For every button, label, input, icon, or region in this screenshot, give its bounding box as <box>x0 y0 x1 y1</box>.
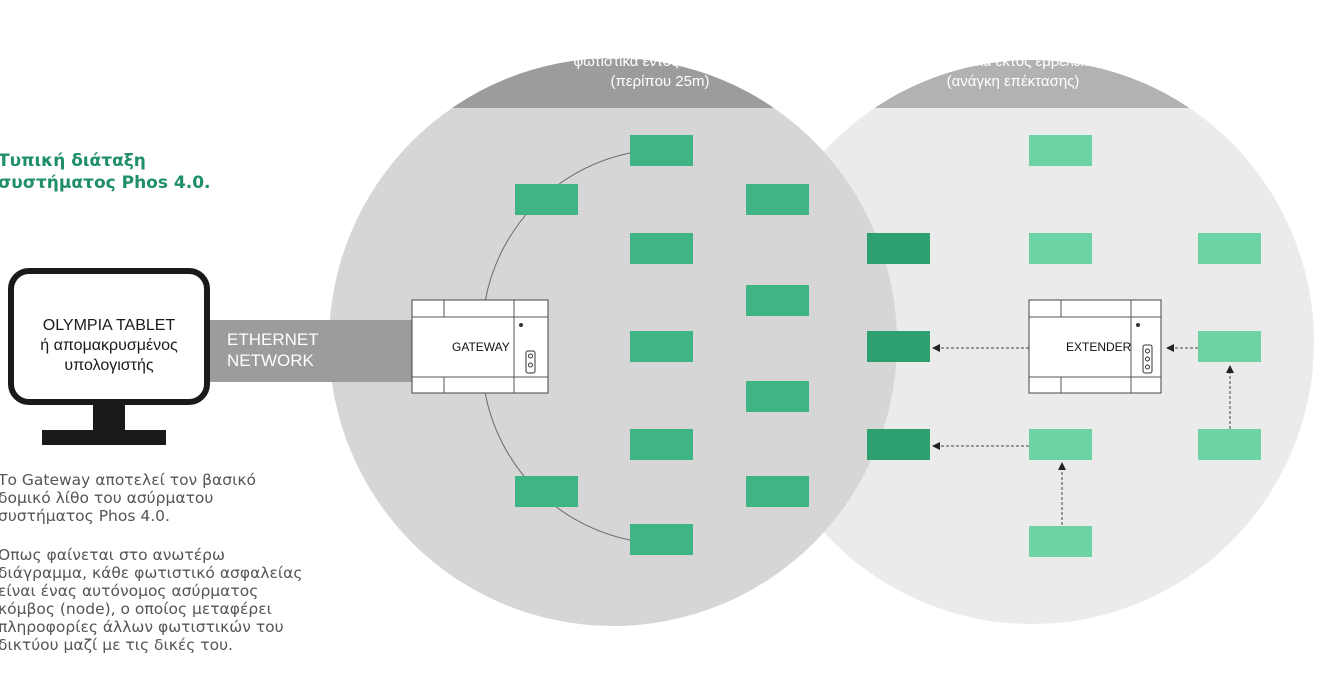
description-line: Οπως φαίνεται στο ανωτέρω <box>0 546 225 564</box>
ethernet-network-band: ETHERNET NETWORK <box>207 320 412 382</box>
extender-label: EXTENDER <box>1066 340 1132 354</box>
description-line: δομικό λίθο του ασύρματου <box>0 489 214 507</box>
description-paragraph-2: Οπως φαίνεται στο ανωτέρω διάγραμμα, κάθ… <box>0 546 308 654</box>
luminaire-node <box>1029 526 1092 557</box>
luminaire-node <box>746 381 809 412</box>
luminaire-node <box>630 135 693 166</box>
luminaire-nodes <box>515 135 1261 557</box>
out-range-label-line2: (ανάγκη επέκτασης) <box>947 73 1080 90</box>
monitor-line1: OLYMPIA TABLET <box>43 317 176 334</box>
in-range-label-line1: φωτιστικά εντός εμβέλειας <box>573 53 746 70</box>
network-line2: NETWORK <box>227 351 315 370</box>
luminaire-node <box>867 233 930 264</box>
luminaire-node <box>1029 233 1092 264</box>
luminaire-node <box>1198 233 1261 264</box>
luminaire-node <box>1198 331 1261 362</box>
gateway-device: GATEWAY <box>411 299 549 394</box>
monitor-line3: υπολογιστής <box>64 357 153 374</box>
luminaire-node <box>746 285 809 316</box>
description-line: συστήματος Phos 4.0. <box>0 507 170 525</box>
description-line: Το Gateway αποτελεί τον βασικό <box>0 471 256 489</box>
network-line1: ETHERNET <box>227 330 319 349</box>
luminaire-node <box>515 184 578 215</box>
out-range-label-line1: φωτιστικά εκτός εμβέλειας <box>926 53 1099 70</box>
luminaire-node <box>630 331 693 362</box>
description-line: πληροφορίες άλλων φωτιστικών του <box>0 618 284 636</box>
in-range-label-line2: (περίπου 25m) <box>611 73 710 90</box>
monitor-line2: ή απομακρυσμένος <box>40 337 178 354</box>
heading-line2: συστήματος Phos 4.0. <box>0 173 211 193</box>
gateway-label: GATEWAY <box>452 340 510 354</box>
luminaire-node <box>630 524 693 555</box>
luminaire-node <box>867 429 930 460</box>
description-line: διάγραμμα, κάθε φωτιστικό ασφαλείας <box>0 564 303 582</box>
extender-device: EXTENDER <box>1028 299 1162 394</box>
luminaire-node <box>515 476 578 507</box>
description-line: είναι ένας αυτόνομος ασύρματος <box>0 582 259 600</box>
monitor-icon: OLYMPIA TABLET ή απομακρυσμένος υπολογισ… <box>8 268 210 445</box>
heading-line1: Τυπική διάταξη <box>0 151 146 171</box>
description-paragraph-1: Το Gateway αποτελεί τον βασικό δομικό λί… <box>0 471 308 525</box>
relay-arrows <box>932 344 1234 525</box>
luminaire-node <box>746 476 809 507</box>
luminaire-node <box>1029 429 1092 460</box>
luminaire-node <box>1198 429 1261 460</box>
luminaire-node <box>867 331 930 362</box>
luminaire-node <box>630 233 693 264</box>
luminaire-node <box>630 429 693 460</box>
luminaire-node <box>1029 135 1092 166</box>
luminaire-node <box>746 184 809 215</box>
description-line: δικτύου μαζί με τις δικές του. <box>0 636 233 654</box>
description-line: κόμβος (node), ο οποίος μεταφέρει <box>0 600 272 618</box>
page-heading: Τυπική διάταξη συστήματος Phos 4.0. <box>0 150 298 194</box>
